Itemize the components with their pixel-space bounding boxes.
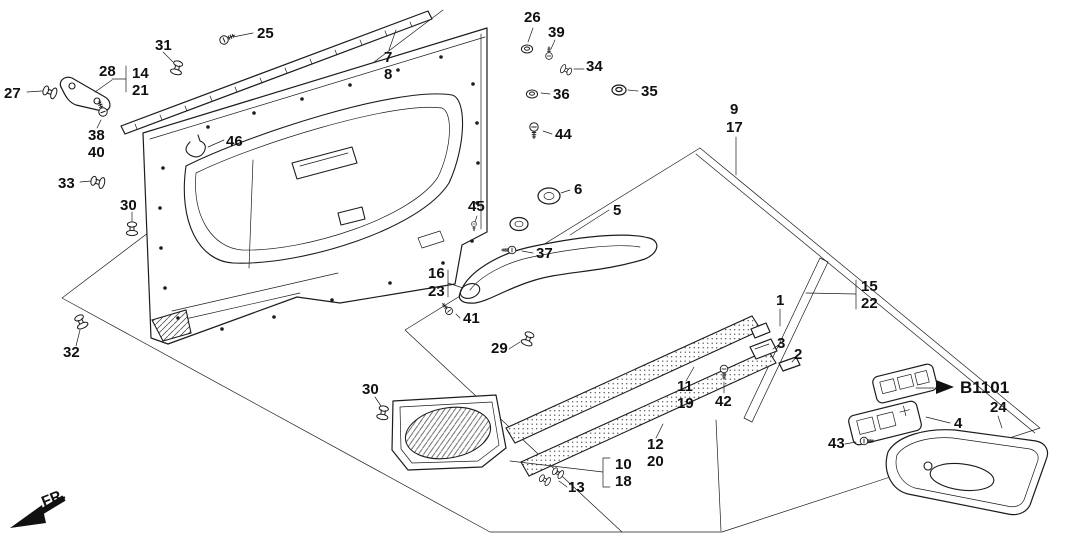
part-label-15: 15 bbox=[861, 278, 878, 295]
part-label-22: 22 bbox=[861, 295, 878, 312]
part-label-4: 4 bbox=[954, 415, 963, 432]
screw-part-44 bbox=[529, 122, 539, 140]
part-label-34: 34 bbox=[586, 58, 603, 75]
part-label-31: 31 bbox=[155, 37, 172, 54]
screw-part-41 bbox=[439, 300, 455, 317]
part-label-25: 25 bbox=[257, 25, 274, 42]
fr-arrow-head-icon bbox=[10, 505, 46, 528]
part-label-38: 38 bbox=[88, 127, 105, 144]
part-label-43: 43 bbox=[828, 435, 845, 452]
ref-b1101-label: B1101 bbox=[960, 378, 1009, 397]
part-label-24: 24 bbox=[990, 399, 1007, 416]
part-label-17: 17 bbox=[726, 119, 743, 136]
clip-part-32 bbox=[72, 312, 90, 331]
power-window-switch-parts bbox=[749, 322, 801, 372]
part-label-36: 36 bbox=[553, 86, 570, 103]
clip-part-13a bbox=[537, 472, 553, 487]
part-label-27: 27 bbox=[4, 85, 21, 102]
garnish-clip-46 bbox=[185, 134, 206, 158]
leader-lines bbox=[26, 27, 1003, 488]
part-label-6: 6 bbox=[574, 181, 582, 198]
part-labels: 27 28 14 21 31 25 38 40 33 30 32 46 7 8 … bbox=[4, 9, 1007, 496]
clip-part-13b bbox=[550, 465, 566, 480]
part-label-20: 20 bbox=[647, 453, 664, 470]
part-label-8: 8 bbox=[384, 66, 392, 83]
clip-part-29 bbox=[519, 329, 537, 348]
part-label-11: 11 bbox=[677, 378, 693, 395]
part-label-29: 29 bbox=[491, 340, 508, 357]
fr-direction-arrow: FR. bbox=[10, 486, 68, 528]
clip-part-33 bbox=[89, 174, 107, 190]
part-label-12: 12 bbox=[647, 436, 664, 453]
part-label-16: 16 bbox=[428, 265, 445, 282]
door-panel bbox=[142, 27, 488, 345]
clip-part-30a bbox=[125, 221, 139, 237]
part-label-30-lower: 30 bbox=[362, 381, 379, 398]
arrow-right-icon bbox=[936, 380, 954, 394]
part-label-28: 28 bbox=[99, 63, 116, 80]
part-label-21: 21 bbox=[132, 82, 149, 99]
part-label-14: 14 bbox=[132, 65, 149, 82]
clip-part-34 bbox=[558, 63, 574, 77]
part-label-41: 41 bbox=[463, 310, 480, 327]
grommet-part-36 bbox=[525, 89, 539, 99]
part-label-1: 1 bbox=[776, 292, 784, 309]
pocket-garnish-strips bbox=[505, 315, 777, 477]
pull-bracket bbox=[59, 76, 111, 112]
part-label-18: 18 bbox=[615, 473, 632, 490]
part-label-32: 32 bbox=[63, 344, 80, 361]
grommet-part-26 bbox=[520, 44, 534, 54]
part-label-35: 35 bbox=[641, 83, 658, 100]
part-label-3: 3 bbox=[777, 335, 785, 352]
clip-part-27 bbox=[40, 83, 59, 101]
switch-panel-4 bbox=[848, 400, 922, 446]
upper-garnish-strip bbox=[120, 10, 433, 135]
part-label-7: 7 bbox=[384, 49, 392, 66]
part-label-9: 9 bbox=[730, 101, 738, 118]
armrest-base-panel bbox=[885, 429, 1049, 516]
switch-panel-main bbox=[872, 363, 938, 404]
part-label-26: 26 bbox=[524, 9, 541, 26]
part-label-2: 2 bbox=[794, 346, 802, 363]
clip-part-31 bbox=[169, 59, 185, 77]
part-label-45: 45 bbox=[468, 198, 485, 215]
part-label-40: 40 bbox=[88, 144, 105, 161]
part-label-46: 46 bbox=[226, 133, 243, 150]
part-label-30-upper: 30 bbox=[120, 197, 137, 214]
part-label-5: 5 bbox=[613, 202, 621, 219]
door-pocket-front bbox=[391, 394, 507, 471]
fr-label: FR. bbox=[39, 486, 68, 511]
part-label-37: 37 bbox=[536, 245, 553, 262]
screw-part-37 bbox=[500, 245, 517, 255]
grommet-part-35 bbox=[611, 84, 627, 96]
part-label-13: 13 bbox=[568, 479, 585, 496]
armrest bbox=[458, 187, 658, 304]
part-label-39: 39 bbox=[548, 24, 565, 41]
screw-part-25 bbox=[217, 30, 238, 47]
part-label-19: 19 bbox=[677, 395, 694, 412]
ref-b1101: B1101 bbox=[936, 378, 1009, 397]
part-label-33: 33 bbox=[58, 175, 75, 192]
clip-holes bbox=[158, 55, 480, 331]
clip-part-30b bbox=[375, 404, 391, 421]
part-label-42: 42 bbox=[715, 393, 732, 410]
part-label-10: 10 bbox=[615, 456, 632, 473]
part-label-23: 23 bbox=[428, 283, 445, 300]
part-label-44: 44 bbox=[555, 126, 572, 143]
